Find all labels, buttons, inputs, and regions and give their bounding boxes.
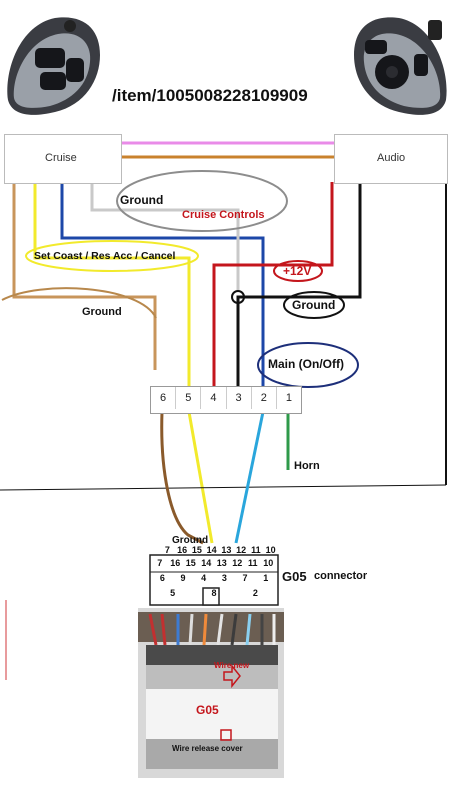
red-wire [212, 182, 334, 386]
black-divider-line [0, 484, 447, 491]
g05-connector-label: G05 [282, 569, 307, 584]
ground-mid-label: Ground [292, 298, 336, 312]
g05-face-pin-1: 1 [263, 573, 269, 583]
g05-face-pin-9: 9 [180, 573, 186, 583]
ground-left-arc [1, 287, 157, 319]
g05-face-pin-8: 8 [211, 588, 217, 598]
connector-word-label: connector [314, 570, 368, 582]
ground-cruise-ellipse [116, 170, 288, 232]
g05-top-number-11: 11 [251, 545, 261, 555]
ground-left-label: Ground [82, 306, 122, 318]
paper-patch [0, 318, 150, 482]
paper-patch-lower [0, 495, 150, 605]
g05-face-pin-13: 13 [216, 558, 227, 568]
g05-top-number-7: 7 [164, 545, 170, 555]
left-steering-controls-image [7, 17, 101, 115]
g05-top-number-13: 13 [221, 545, 232, 555]
ground-g05-label: Ground [172, 535, 209, 546]
g05-face-pin-15: 15 [185, 558, 196, 568]
terminal-pin-4: 4 [201, 387, 227, 409]
main-onoff-ellipse [257, 342, 359, 388]
plus12v-label: +12V [283, 264, 312, 278]
wire-release-cover-label: Wire release cover [172, 744, 243, 753]
g05-face-pin-4: 4 [201, 573, 207, 583]
g05-face-pin-16: 16 [170, 558, 181, 568]
g05-connector-face [149, 554, 279, 606]
g05-face-pin-7: 7 [157, 558, 163, 568]
lightblue-wire [234, 411, 265, 544]
g05-top-number-12: 12 [236, 545, 247, 555]
g05-face-pin-7: 7 [242, 573, 248, 583]
yellow-wire [33, 182, 214, 544]
gray-wire [90, 182, 240, 290]
terminal-pin-3: 3 [227, 387, 252, 409]
g05-face-pin-6: 6 [159, 573, 165, 583]
terminal-pin-1: 1 [285, 392, 292, 404]
audio-module-box: Audio [334, 134, 448, 184]
g05-face-row1: 7 16 15 14 13 12 11 10 [152, 558, 276, 572]
g05-photo-label: G05 [196, 703, 219, 717]
g05-face-row3: 5 8 2 [152, 588, 276, 602]
plus12v-ellipse [273, 260, 323, 282]
g05-face-pin-11: 11 [247, 558, 258, 568]
black-wire [236, 182, 362, 386]
url-text: /item/1005008228109909 [112, 86, 308, 105]
ground-mid-ellipse [283, 291, 345, 319]
g05-face-pin-10: 10 [263, 558, 274, 568]
g05-top-number-16: 16 [177, 545, 188, 555]
wire-new-label: Wire new [214, 661, 250, 670]
blue-wire [60, 182, 265, 386]
g05-face-row2: 6 9 4 3 7 1 [152, 573, 276, 587]
right-steering-controls-image [354, 17, 447, 115]
main-onoff-label: Main (On/Off) [268, 357, 344, 371]
cruise-controls-label: Cruise Controls [182, 209, 265, 221]
audio-module-label: Audio [377, 152, 406, 164]
brown-ground-wire [160, 411, 204, 545]
ground-top-label: Ground [120, 193, 164, 207]
cruise-module-label: Cruise [45, 152, 77, 164]
g05-face-pin-12: 12 [232, 558, 243, 568]
tan-wire [12, 182, 157, 370]
terminal-pin-5: 5 [176, 387, 202, 409]
terminal-pin-2: 2 [252, 387, 277, 409]
black-wire-junction [231, 290, 245, 304]
set-coast-label: Set Coast / Res Acc / Cancel [34, 250, 176, 262]
cruise-module-box: Cruise [4, 134, 122, 184]
g05-top-number-10: 10 [265, 545, 276, 555]
g05-face-pin-14: 14 [201, 558, 212, 568]
g05-face-pin-5: 5 [170, 588, 176, 598]
g05-top-number-14: 14 [206, 545, 217, 555]
g05-face-pin-2: 2 [252, 588, 258, 598]
g05-top-number-15: 15 [191, 545, 202, 555]
g05-photo [138, 608, 284, 778]
horn-label: Horn [294, 460, 320, 472]
set-coast-ellipse [25, 240, 199, 272]
terminal-pin-6: 6 [151, 387, 177, 409]
g05-face-pin-3: 3 [221, 573, 227, 583]
